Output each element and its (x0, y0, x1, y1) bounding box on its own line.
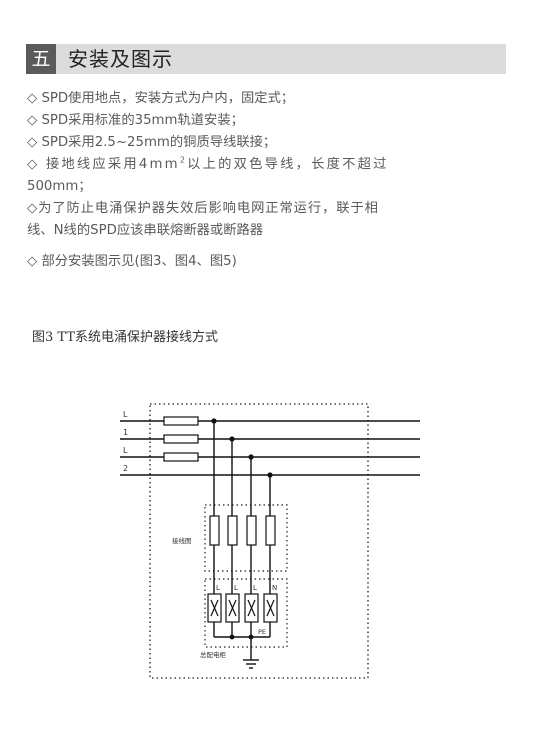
branch-fuses (209, 515, 276, 546)
bullet-rail-mount: ◇ SPD采用标准的35mm轨道安装； (27, 113, 244, 128)
bullet-ground-wire-a: ◇ 接地线应采用4mm (27, 157, 180, 172)
branch-wires (213, 421, 271, 637)
superscript-two: 2 (179, 155, 188, 165)
branch-fuse-3 (246, 515, 257, 546)
spd-modules (207, 593, 278, 623)
spd-module-4-mark (266, 599, 275, 617)
junction-dot-2 (229, 436, 235, 442)
spd-terminal-label-1: L (216, 584, 220, 592)
installation-boundary (149, 403, 369, 679)
fuse-group-box (204, 504, 288, 572)
power-lines (120, 420, 420, 476)
section-number: 五 (26, 44, 56, 74)
main-fuse-1 (163, 416, 199, 426)
pe-junction-dots (229, 634, 254, 640)
spd-terminal-label-4: N (272, 584, 277, 592)
spd-module-3-mark (247, 599, 256, 617)
bullet-figure-reference: ◇ 部分安装图示见(图3、图4、图5) (27, 254, 237, 269)
branch-fuse-4 (265, 515, 276, 546)
spd-terminal-label-2: L (234, 584, 238, 592)
main-fuse-2 (163, 434, 199, 444)
junction-dot-3 (248, 454, 254, 460)
ground-icon (243, 659, 259, 669)
bullet-usage-location: ◇ SPD使用地点，安装方式为户内，固定式； (27, 91, 295, 106)
bullet-list: ◇ SPD使用地点，安装方式为户内，固定式； ◇ SPD采用标准的35mm轨道安… (27, 88, 509, 273)
line-label-3: L (123, 446, 128, 455)
spd-terminal-label-3: L (253, 584, 257, 592)
line-label-1: L (123, 410, 128, 419)
section-title: 安装及图示 (68, 47, 173, 71)
bullet-copper-wire: ◇ SPD采用2.5~25mm的铜质导线联接； (27, 135, 277, 150)
bullet-ground-wire-b: 以上的双色导线，长度不超过 (187, 157, 389, 172)
pe-junction-dot-2 (248, 634, 254, 640)
main-fuse-3 (163, 452, 199, 462)
section-header: 五 安装及图示 (26, 44, 506, 74)
spd-group-box (204, 578, 288, 648)
pe-junction-dot-1 (229, 634, 235, 640)
fuse-box-label: 接线图 (172, 536, 192, 545)
bullet-fuse-requirement-b: 线、N线的SPD应该串联熔断器或断路器 (27, 223, 264, 238)
bullet-ground-wire: ◇ 接地线应采用4mm2以上的双色导线，长度不超过 (27, 154, 509, 176)
line-labels: L 1 L 2 (123, 410, 128, 473)
figure-caption: 图3 TT系统电涌保护器接线方式 (32, 330, 218, 345)
line-label-2: 1 (123, 428, 128, 437)
pe-label: PE (258, 628, 266, 636)
line-label-4: 2 (123, 464, 128, 473)
main-fuses (163, 416, 199, 462)
spd-module-2-mark (228, 599, 237, 617)
bullet-fuse-requirement-a: ◇为了防止电涌保护器失效后影响电网正常运行，联于相 (27, 201, 379, 216)
pe-bus (214, 636, 270, 660)
branch-fuse-2 (227, 515, 238, 546)
spd-terminal-labels: L L L N (216, 584, 277, 592)
branch-fuse-1 (209, 515, 220, 546)
junction-dot-4 (267, 472, 273, 478)
bullet-ground-wire-length: 500mm； (27, 179, 92, 194)
junction-dot-1 (211, 418, 217, 424)
junction-dots (211, 418, 273, 478)
spd-module-1-mark (210, 599, 219, 617)
cabinet-label: 总配电柜 (200, 650, 227, 659)
